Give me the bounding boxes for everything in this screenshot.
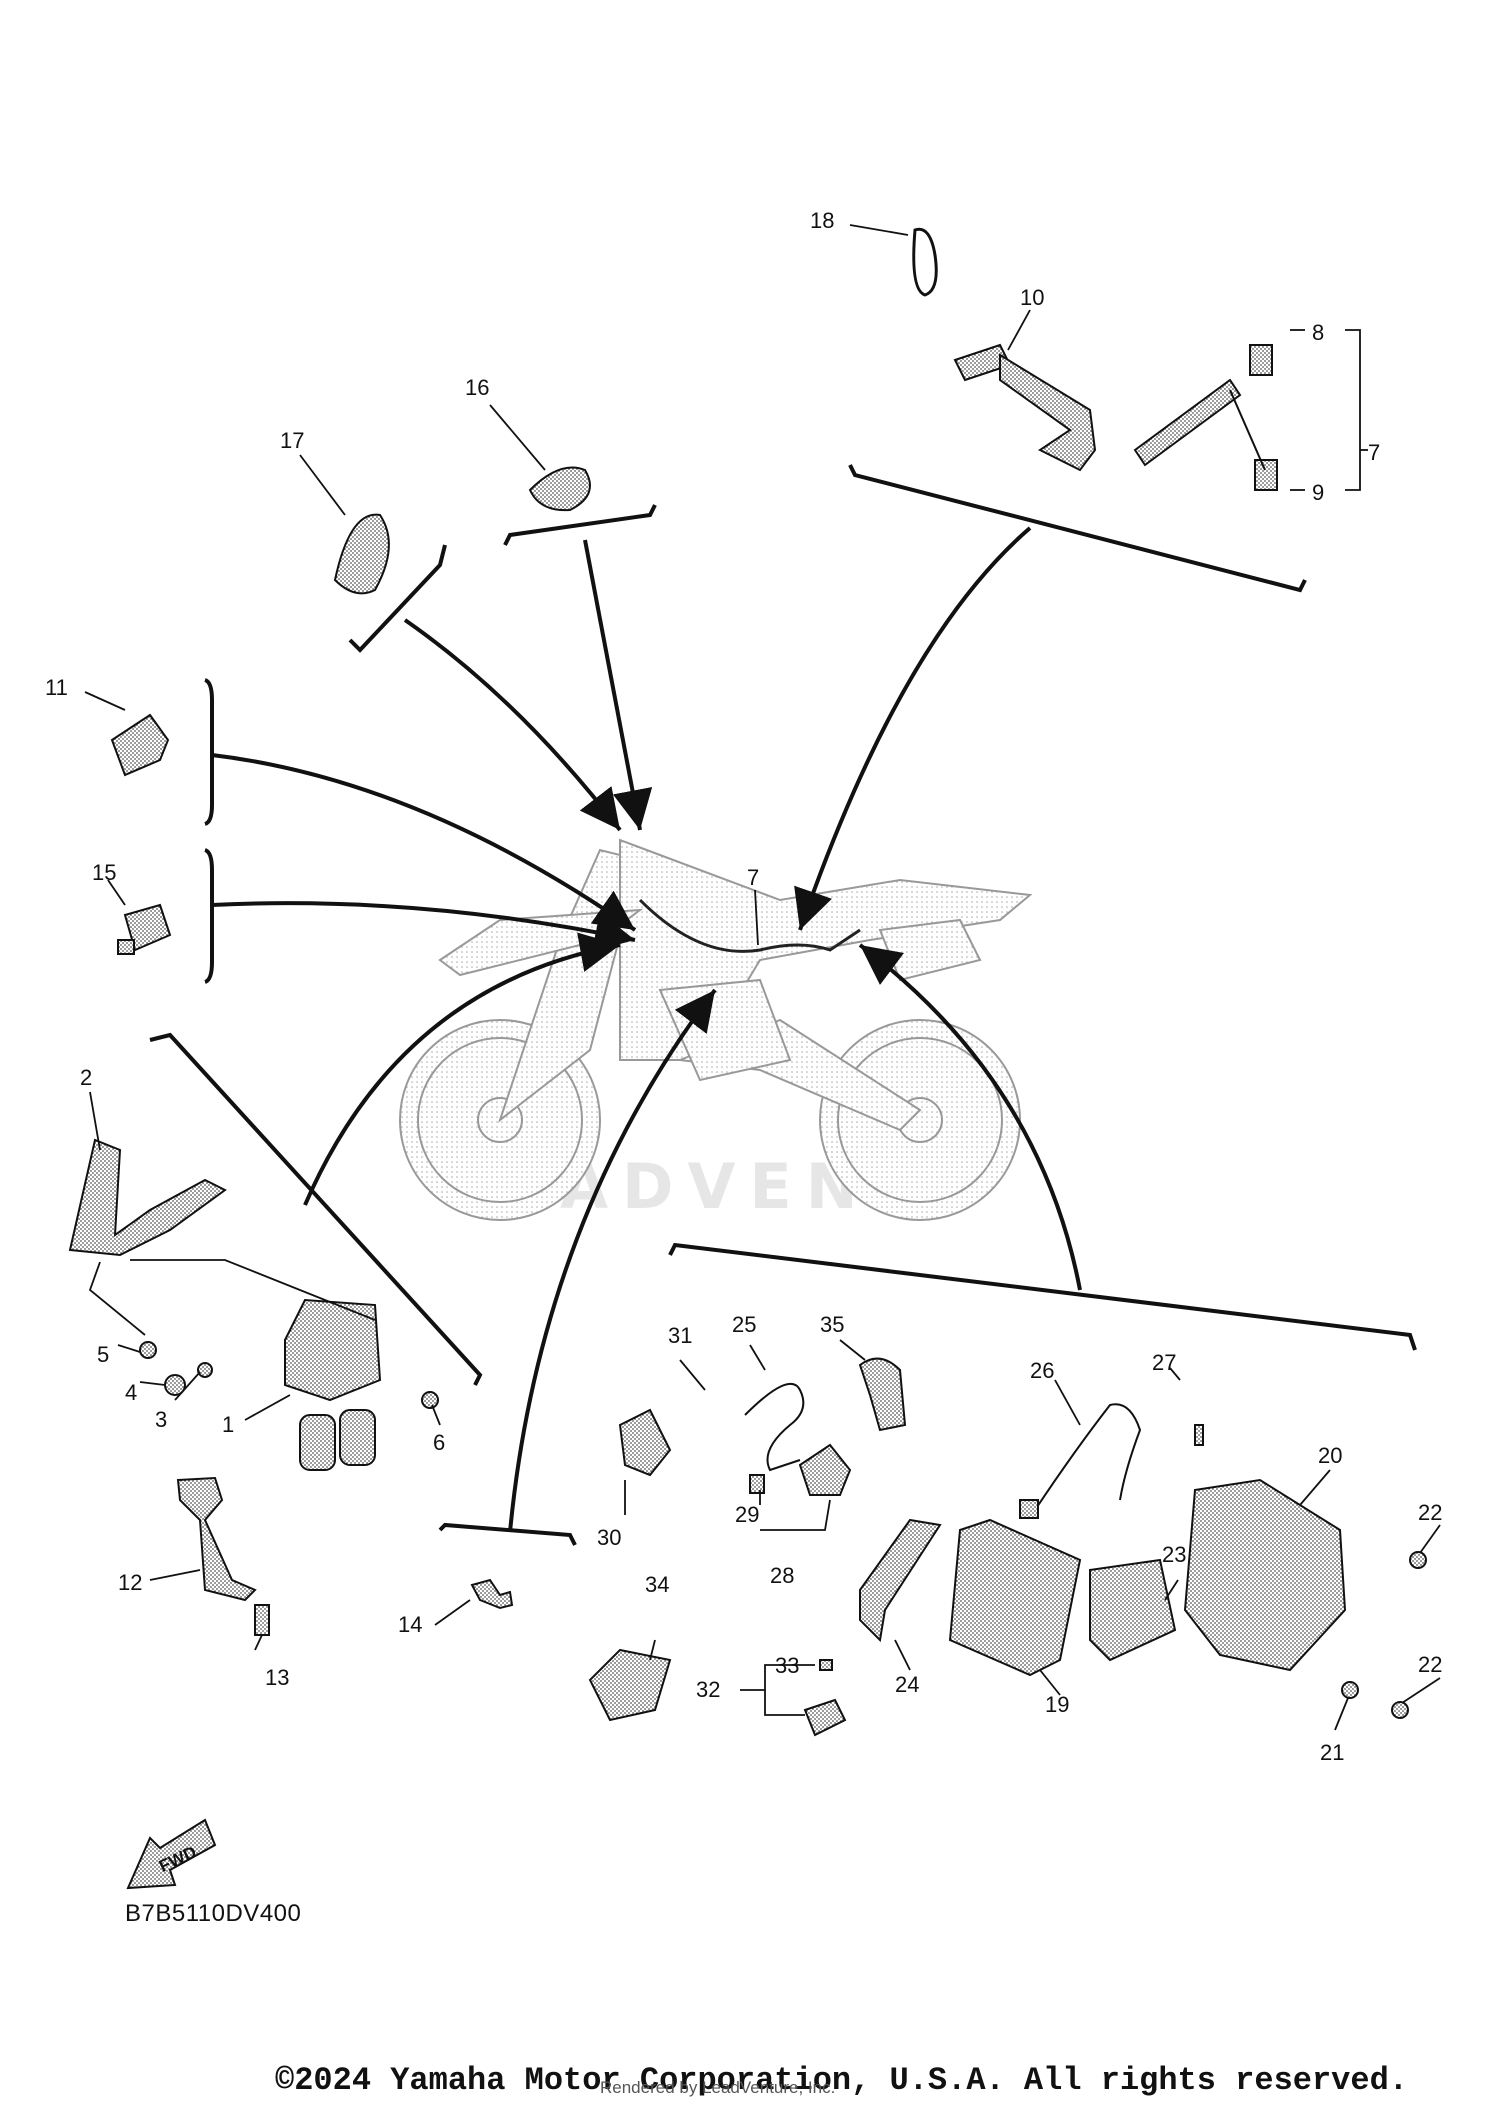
callout-17: 17 <box>280 428 304 453</box>
callout-15: 15 <box>92 860 116 885</box>
callout-leaders <box>84 224 1441 1731</box>
callout-31: 31 <box>668 1323 692 1348</box>
callout-20: 20 <box>1318 1443 1342 1468</box>
part-2-bracket <box>68 1138 227 1257</box>
callout-23: 23 <box>1162 1542 1186 1567</box>
part-12-bracket <box>176 1476 257 1602</box>
leader-arrows <box>211 526 1082 1533</box>
part-17-clamp <box>333 513 390 595</box>
callout-16: 16 <box>465 375 489 400</box>
callout-7-top: 7 <box>1368 440 1380 465</box>
callout-22b: 22 <box>1418 1652 1442 1677</box>
callout-30: 30 <box>597 1525 621 1550</box>
copyright-notice: ©2024 Yamaha Motor Corporation, U.S.A. A… <box>275 2062 1408 2099</box>
part-28-relay <box>749 1443 852 1496</box>
callout-21: 21 <box>1320 1740 1344 1765</box>
callout-24: 24 <box>895 1672 919 1697</box>
callout-27: 27 <box>1152 1350 1176 1375</box>
part-32-fuse <box>803 1659 847 1737</box>
callout-7-bike: 7 <box>747 865 759 890</box>
part-24-cover <box>859 1518 942 1643</box>
callout-19: 19 <box>1045 1692 1069 1717</box>
callout-4: 4 <box>125 1380 137 1405</box>
part-11-connector <box>110 713 170 777</box>
callout-13: 13 <box>265 1665 289 1690</box>
part-fasteners-left <box>139 1341 439 1409</box>
part-20-battery-box <box>1183 1478 1347 1672</box>
part-18-strap <box>912 227 938 297</box>
part-15-sensor <box>117 903 172 955</box>
callout-35: 35 <box>820 1312 844 1337</box>
callout-6: 6 <box>433 1430 445 1455</box>
part-26-lead <box>1019 1403 1142 1519</box>
callout-25: 25 <box>732 1312 756 1337</box>
part-35-strap <box>858 1357 907 1432</box>
callout-29: 29 <box>735 1502 759 1527</box>
callout-1: 1 <box>222 1412 234 1437</box>
part-10-harness <box>953 343 1097 472</box>
part-16-clamp <box>528 466 591 512</box>
callout-18: 18 <box>810 208 834 233</box>
part-1-regulator <box>284 1298 382 1471</box>
motorcycle-illustration <box>399 838 1033 1221</box>
part-25-harness <box>744 1382 805 1472</box>
callout-28: 28 <box>770 1563 794 1588</box>
callout-26: 26 <box>1030 1358 1054 1383</box>
callout-8: 8 <box>1312 320 1324 345</box>
fwd-arrow: FWD <box>126 1818 217 1890</box>
callout-12: 12 <box>118 1570 142 1595</box>
part-14-bolt <box>470 1578 514 1610</box>
part-19-battery-case <box>948 1518 1082 1677</box>
callout-5: 5 <box>97 1342 109 1367</box>
rendered-by: Rendered by LeadVenture, Inc. <box>600 2078 836 2097</box>
callout-34: 34 <box>645 1572 669 1597</box>
callout-11: 11 <box>45 675 68 700</box>
bracket-lines <box>149 464 1417 1546</box>
wiring-harness <box>638 898 861 953</box>
part-34-box <box>588 1648 672 1722</box>
part-7-sensor-group <box>1133 344 1278 491</box>
callout-33: 33 <box>775 1653 799 1678</box>
callout-32: 32 <box>696 1677 720 1702</box>
part-30-cover <box>618 1408 672 1477</box>
part-23-pad <box>1089 1558 1177 1662</box>
part-fasteners-right <box>1194 1424 1427 1719</box>
callout-10: 10 <box>1020 285 1044 310</box>
callout-22a: 22 <box>1418 1500 1442 1525</box>
callout-2: 2 <box>80 1065 92 1090</box>
callout-numbers: 1 2 3 4 5 6 7 7 8 9 10 11 12 13 14 15 16… <box>45 208 1442 1765</box>
diagram-code: B7B5110DV400 <box>125 1900 302 1927</box>
callout-3: 3 <box>155 1407 167 1432</box>
part-13-bolt <box>254 1604 270 1636</box>
callout-14: 14 <box>398 1612 422 1637</box>
callout-9: 9 <box>1312 480 1324 505</box>
